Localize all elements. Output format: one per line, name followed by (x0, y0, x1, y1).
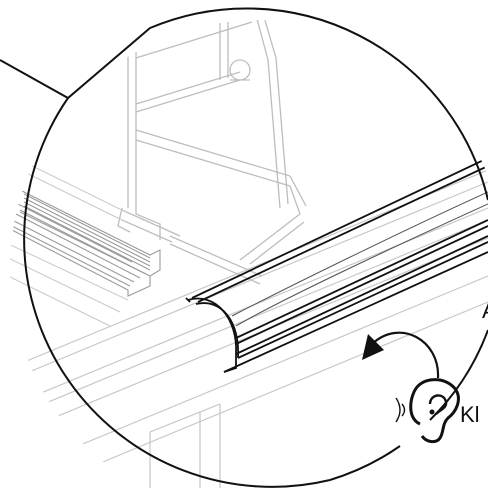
sound-waves-icon (395, 397, 406, 423)
base-rail (10, 169, 488, 488)
counterclockwise-rotation-arrow-icon (362, 331, 440, 379)
lower-block (149, 403, 221, 488)
frame-profile (117, 20, 307, 285)
magnifier-circle-outline (23, 97, 331, 488)
magnifier-circle-outline-right (149, 7, 488, 201)
partial-label-a: A (482, 298, 488, 323)
ear-icon (409, 378, 460, 444)
cover-profile-inner (231, 191, 488, 327)
click-label: Kl (460, 402, 480, 427)
ribbed-seal-strip (10, 189, 161, 297)
cover-profile (185, 157, 488, 373)
magnifier-circle-outline-bottom (329, 445, 401, 481)
